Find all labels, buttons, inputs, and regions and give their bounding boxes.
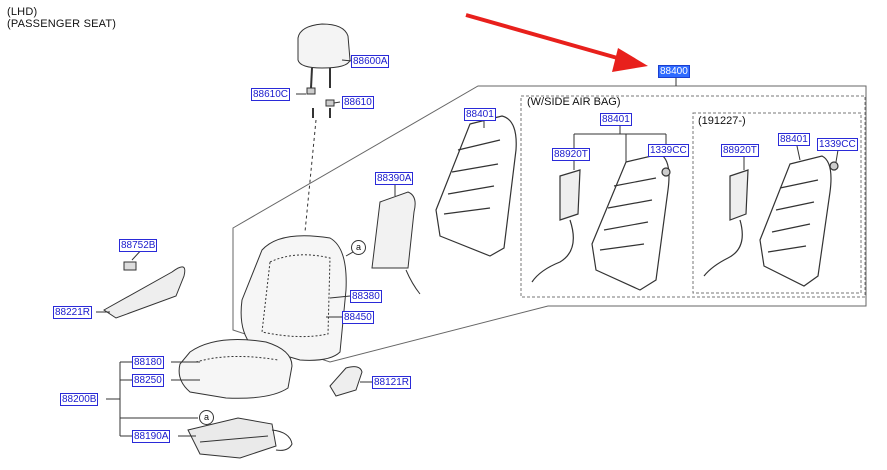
part-link-88121r[interactable]: 88121R [372,376,412,389]
side-airbag-label: (W/SIDE AIR BAG) [527,96,621,108]
part-link-88250[interactable]: 88250 [132,374,164,387]
part-link-88752b[interactable]: 88752B [119,239,158,252]
part-link-88390a[interactable]: 88390A [375,172,414,185]
seat-pan-drawing [187,417,293,459]
date-variant-label: (191227-) [698,115,746,127]
part-link-88180[interactable]: 88180 [132,356,164,369]
part-link-88400-selected[interactable]: 88400 [658,65,690,78]
part-link-1339cc-airbag[interactable]: 1339CC [648,144,689,157]
callout-a-top: a [351,240,366,255]
side-cover-drawing [103,261,186,319]
side-airbag-box [520,95,866,298]
part-link-88401-main[interactable]: 88401 [464,108,496,121]
part-link-88190a[interactable]: 88190A [132,430,171,443]
bracket-drawing [329,366,363,397]
part-link-88450[interactable]: 88450 [342,311,374,324]
part-link-88610[interactable]: 88610 [342,96,374,109]
seat-frame-main-drawing [435,115,517,257]
part-link-88401-date[interactable]: 88401 [778,133,810,146]
part-link-88600a[interactable]: 88600A [351,55,390,68]
part-link-88920t-date[interactable]: 88920T [721,144,759,157]
seat-frame-airbag-drawing [531,153,671,291]
seat-back-drawing [240,235,347,361]
seat-cushion-drawing [178,339,293,399]
leader-lines [96,59,839,437]
headrest-drawing [297,23,351,233]
pad-drawing [371,191,421,295]
part-link-88380[interactable]: 88380 [350,290,382,303]
seat-frame-date-drawing [703,155,839,287]
part-link-88200b[interactable]: 88200B [60,393,99,406]
part-link-88920t-airbag[interactable]: 88920T [552,148,590,161]
part-link-88610c[interactable]: 88610C [251,88,291,101]
part-link-88401-airbag[interactable]: 88401 [600,113,632,126]
callout-a-bottom: a [199,410,214,425]
diagram-header-seat: (PASSENGER SEAT) [7,18,117,30]
part-link-88221r[interactable]: 88221R [53,306,93,319]
date-variant-box [692,112,862,294]
part-link-1339cc-date[interactable]: 1339CC [817,138,858,151]
diagram-header-lhd: (LHD) [7,6,38,18]
red-arrow [465,13,648,72]
